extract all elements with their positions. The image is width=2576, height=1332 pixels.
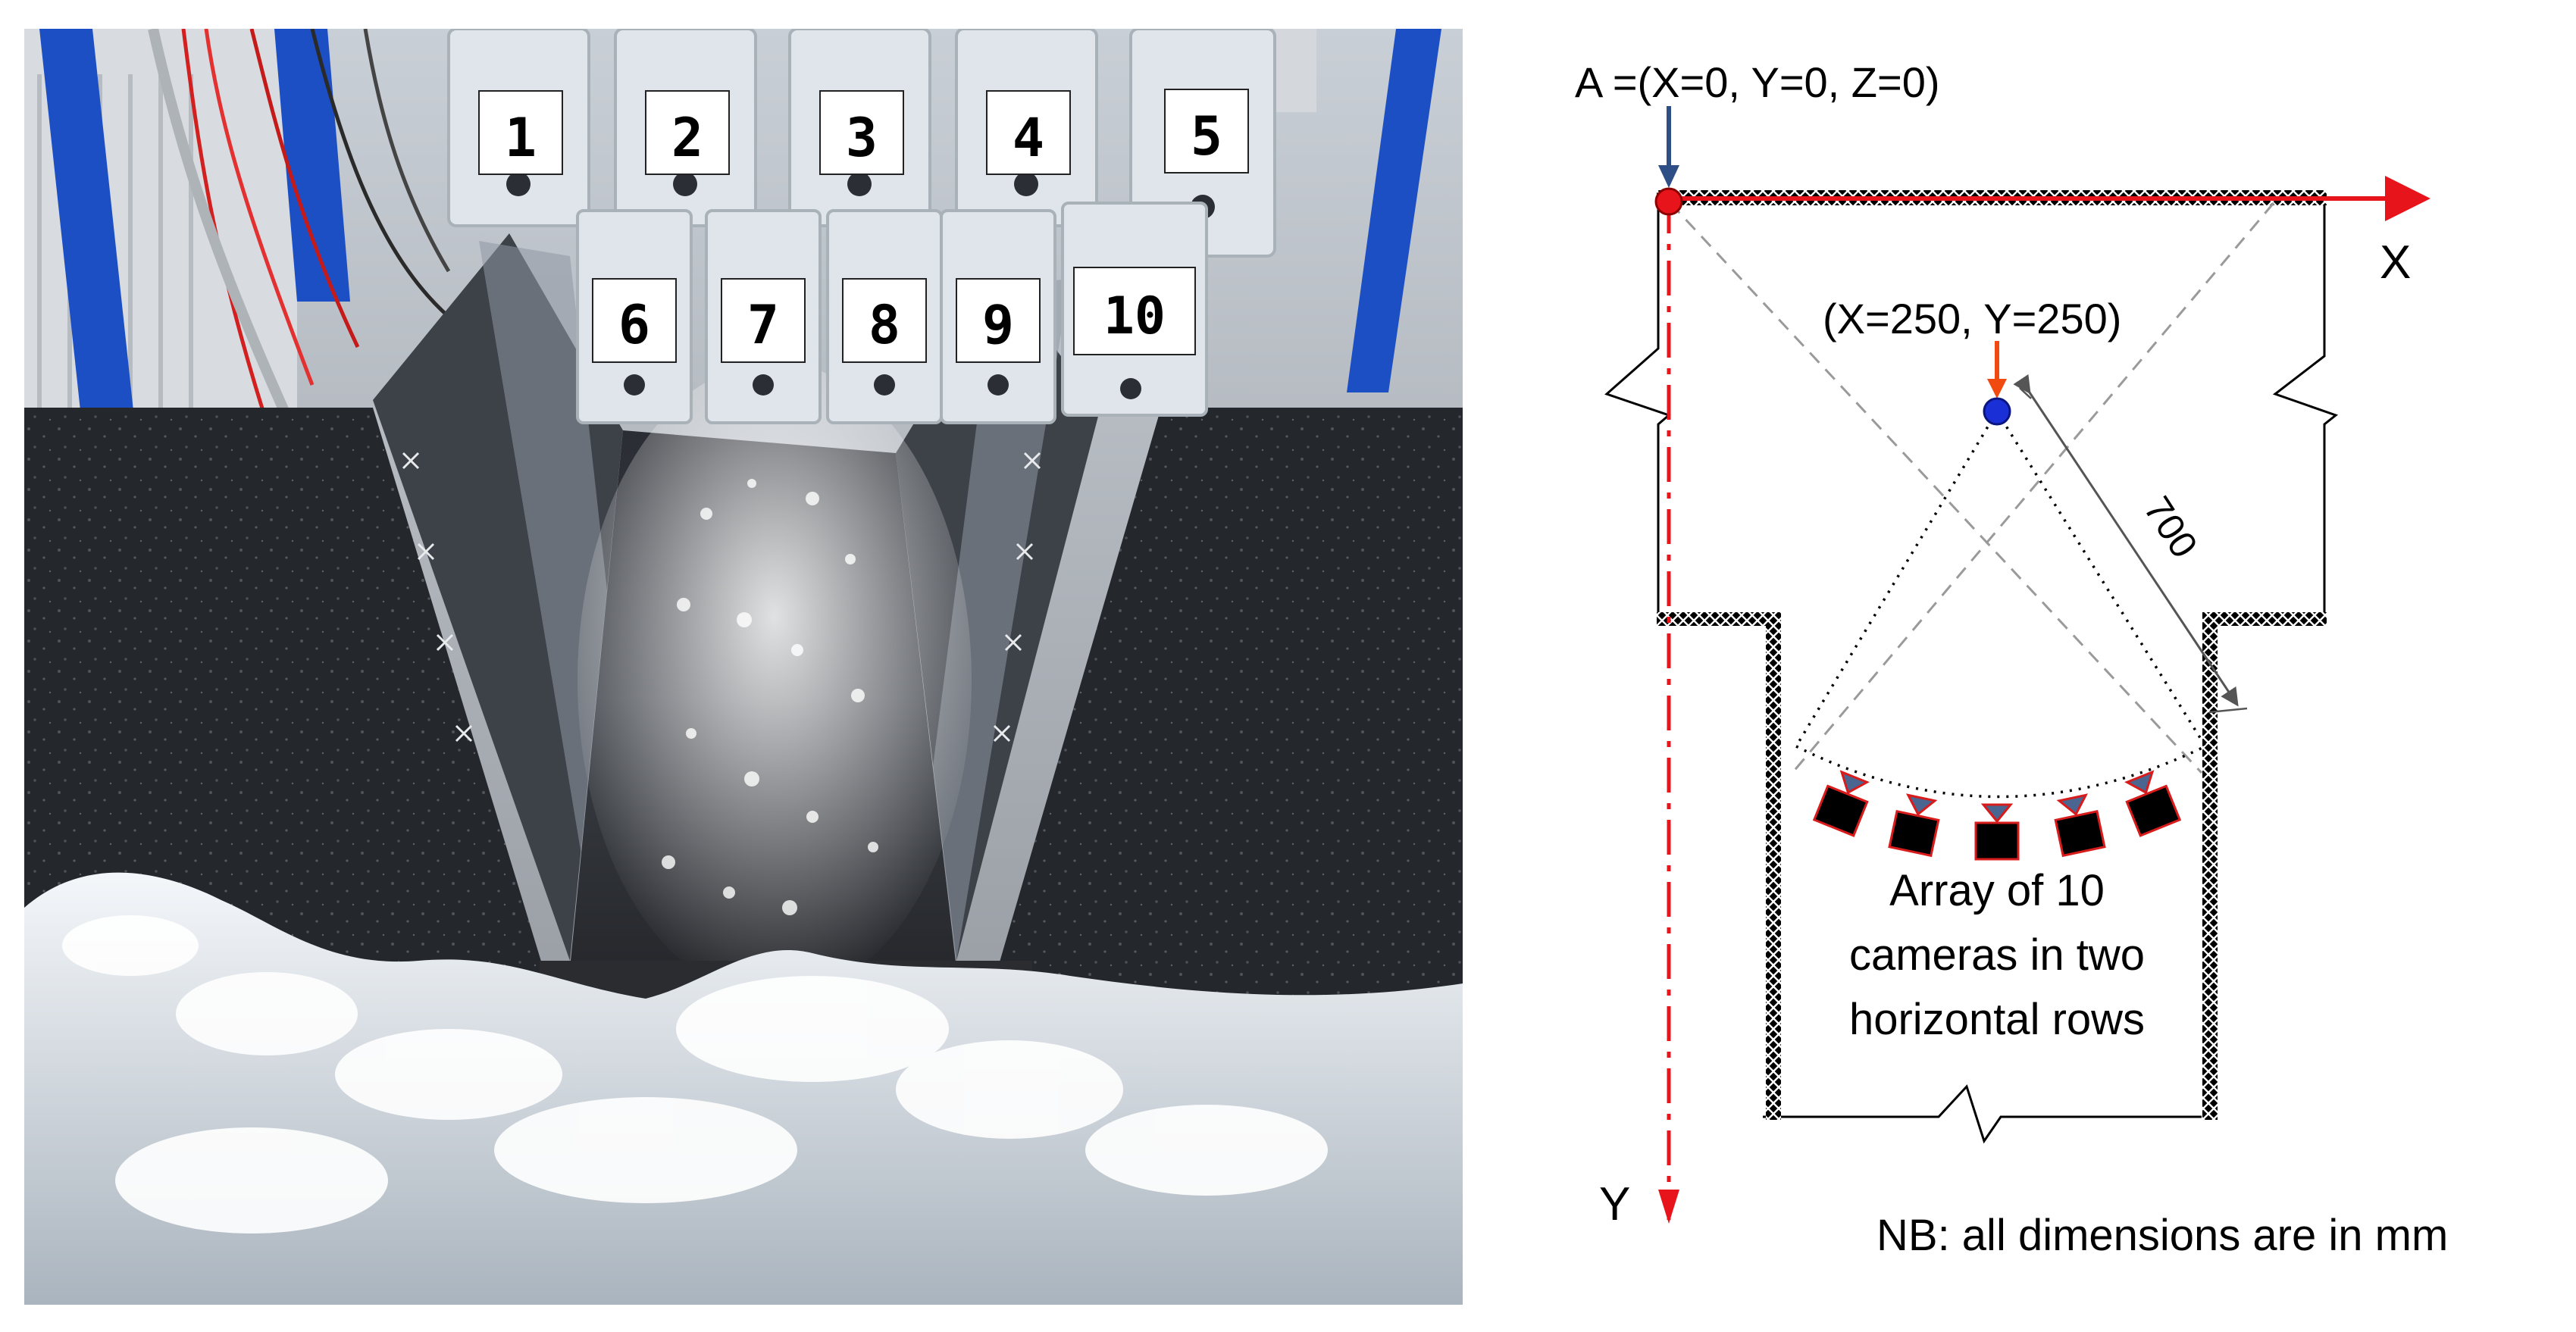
units-note: NB: all dimensions are in mm xyxy=(1876,1211,2448,1260)
camera-row-bottom: 6 7 8 9 xyxy=(576,202,1208,424)
camera-label-8: 8 xyxy=(869,294,900,356)
camera-housing-6: 6 xyxy=(576,209,693,424)
camera-housing-9: 9 xyxy=(940,209,1056,424)
chamber-outline xyxy=(1604,195,2339,1144)
camera-housing-8: 8 xyxy=(826,209,943,424)
camera-label-1: 1 xyxy=(505,107,537,169)
camera-label-4: 4 xyxy=(1013,107,1044,169)
coordinate-diagram: 700 xyxy=(1508,0,2576,1328)
left-shoulder-wall xyxy=(1657,612,1778,626)
photo-illustration: 1 2 3 4 xyxy=(24,29,1463,1305)
radius-label: 700 xyxy=(2136,489,2205,565)
camera-icon-4 xyxy=(2054,793,2106,858)
center-dot xyxy=(1983,397,2011,426)
right-shoulder-wall xyxy=(2205,612,2327,626)
camera-array xyxy=(1812,770,2182,861)
array-caption-line-3: horizontal rows xyxy=(1849,995,2145,1044)
origin-arrow-head-icon xyxy=(1658,165,1679,188)
center-marker: (X=250, Y=250) xyxy=(1823,295,2121,426)
camera-array-photo: 1 2 3 4 xyxy=(24,29,1463,1305)
x-axis-label: X xyxy=(2380,236,2411,289)
y-axis-label: Y xyxy=(1599,1178,1630,1230)
camera-label-2: 2 xyxy=(671,107,703,169)
camera-housing-5: 5 xyxy=(1129,29,1276,258)
camera-label-10: 10 xyxy=(1103,286,1166,346)
camera-icon-3 xyxy=(1974,803,2020,861)
hatched-walls xyxy=(1657,190,2327,1120)
array-caption-line-2: cameras in two xyxy=(1849,930,2145,980)
center-arrow-head-icon xyxy=(1987,379,2007,399)
field-of-view xyxy=(1795,411,2207,799)
camera-housing-1: 1 xyxy=(447,29,590,227)
camera-housing-10: 10 xyxy=(1061,202,1208,417)
camera-label-9: 9 xyxy=(982,294,1014,356)
camera-housing-3: 3 xyxy=(788,29,931,227)
camera-label-6: 6 xyxy=(618,294,650,356)
camera-housing-7: 7 xyxy=(705,209,822,424)
camera-icon-2 xyxy=(1888,793,1940,858)
camera-row-top: 1 2 3 4 xyxy=(447,29,1276,258)
camera-label-5: 5 xyxy=(1191,105,1222,167)
origin-marker: A =(X=0, Y=0, Z=0) xyxy=(1575,58,1940,216)
left-channel-wall xyxy=(1766,612,1781,1120)
diagonal-guides xyxy=(1669,202,2275,774)
axes: X Y xyxy=(1599,176,2430,1230)
array-caption: Array of 10 cameras in two horizontal ro… xyxy=(1849,866,2145,1044)
y-axis-arrow-icon xyxy=(1658,1190,1679,1224)
camera-housing-2: 2 xyxy=(614,29,757,227)
camera-icon-5 xyxy=(2124,770,2182,837)
camera-housing-4: 4 xyxy=(955,29,1098,227)
camera-icon-1 xyxy=(1812,770,1870,837)
center-label: (X=250, Y=250) xyxy=(1823,295,2121,342)
camera-label-7: 7 xyxy=(747,294,779,356)
origin-dot xyxy=(1654,187,1683,216)
diagram-svg: 700 xyxy=(1575,58,2448,1260)
right-channel-wall xyxy=(2202,612,2218,1120)
array-caption-line-1: Array of 10 xyxy=(1889,866,2105,915)
camera-label-3: 3 xyxy=(846,107,878,169)
origin-label: A =(X=0, Y=0, Z=0) xyxy=(1575,58,1940,106)
